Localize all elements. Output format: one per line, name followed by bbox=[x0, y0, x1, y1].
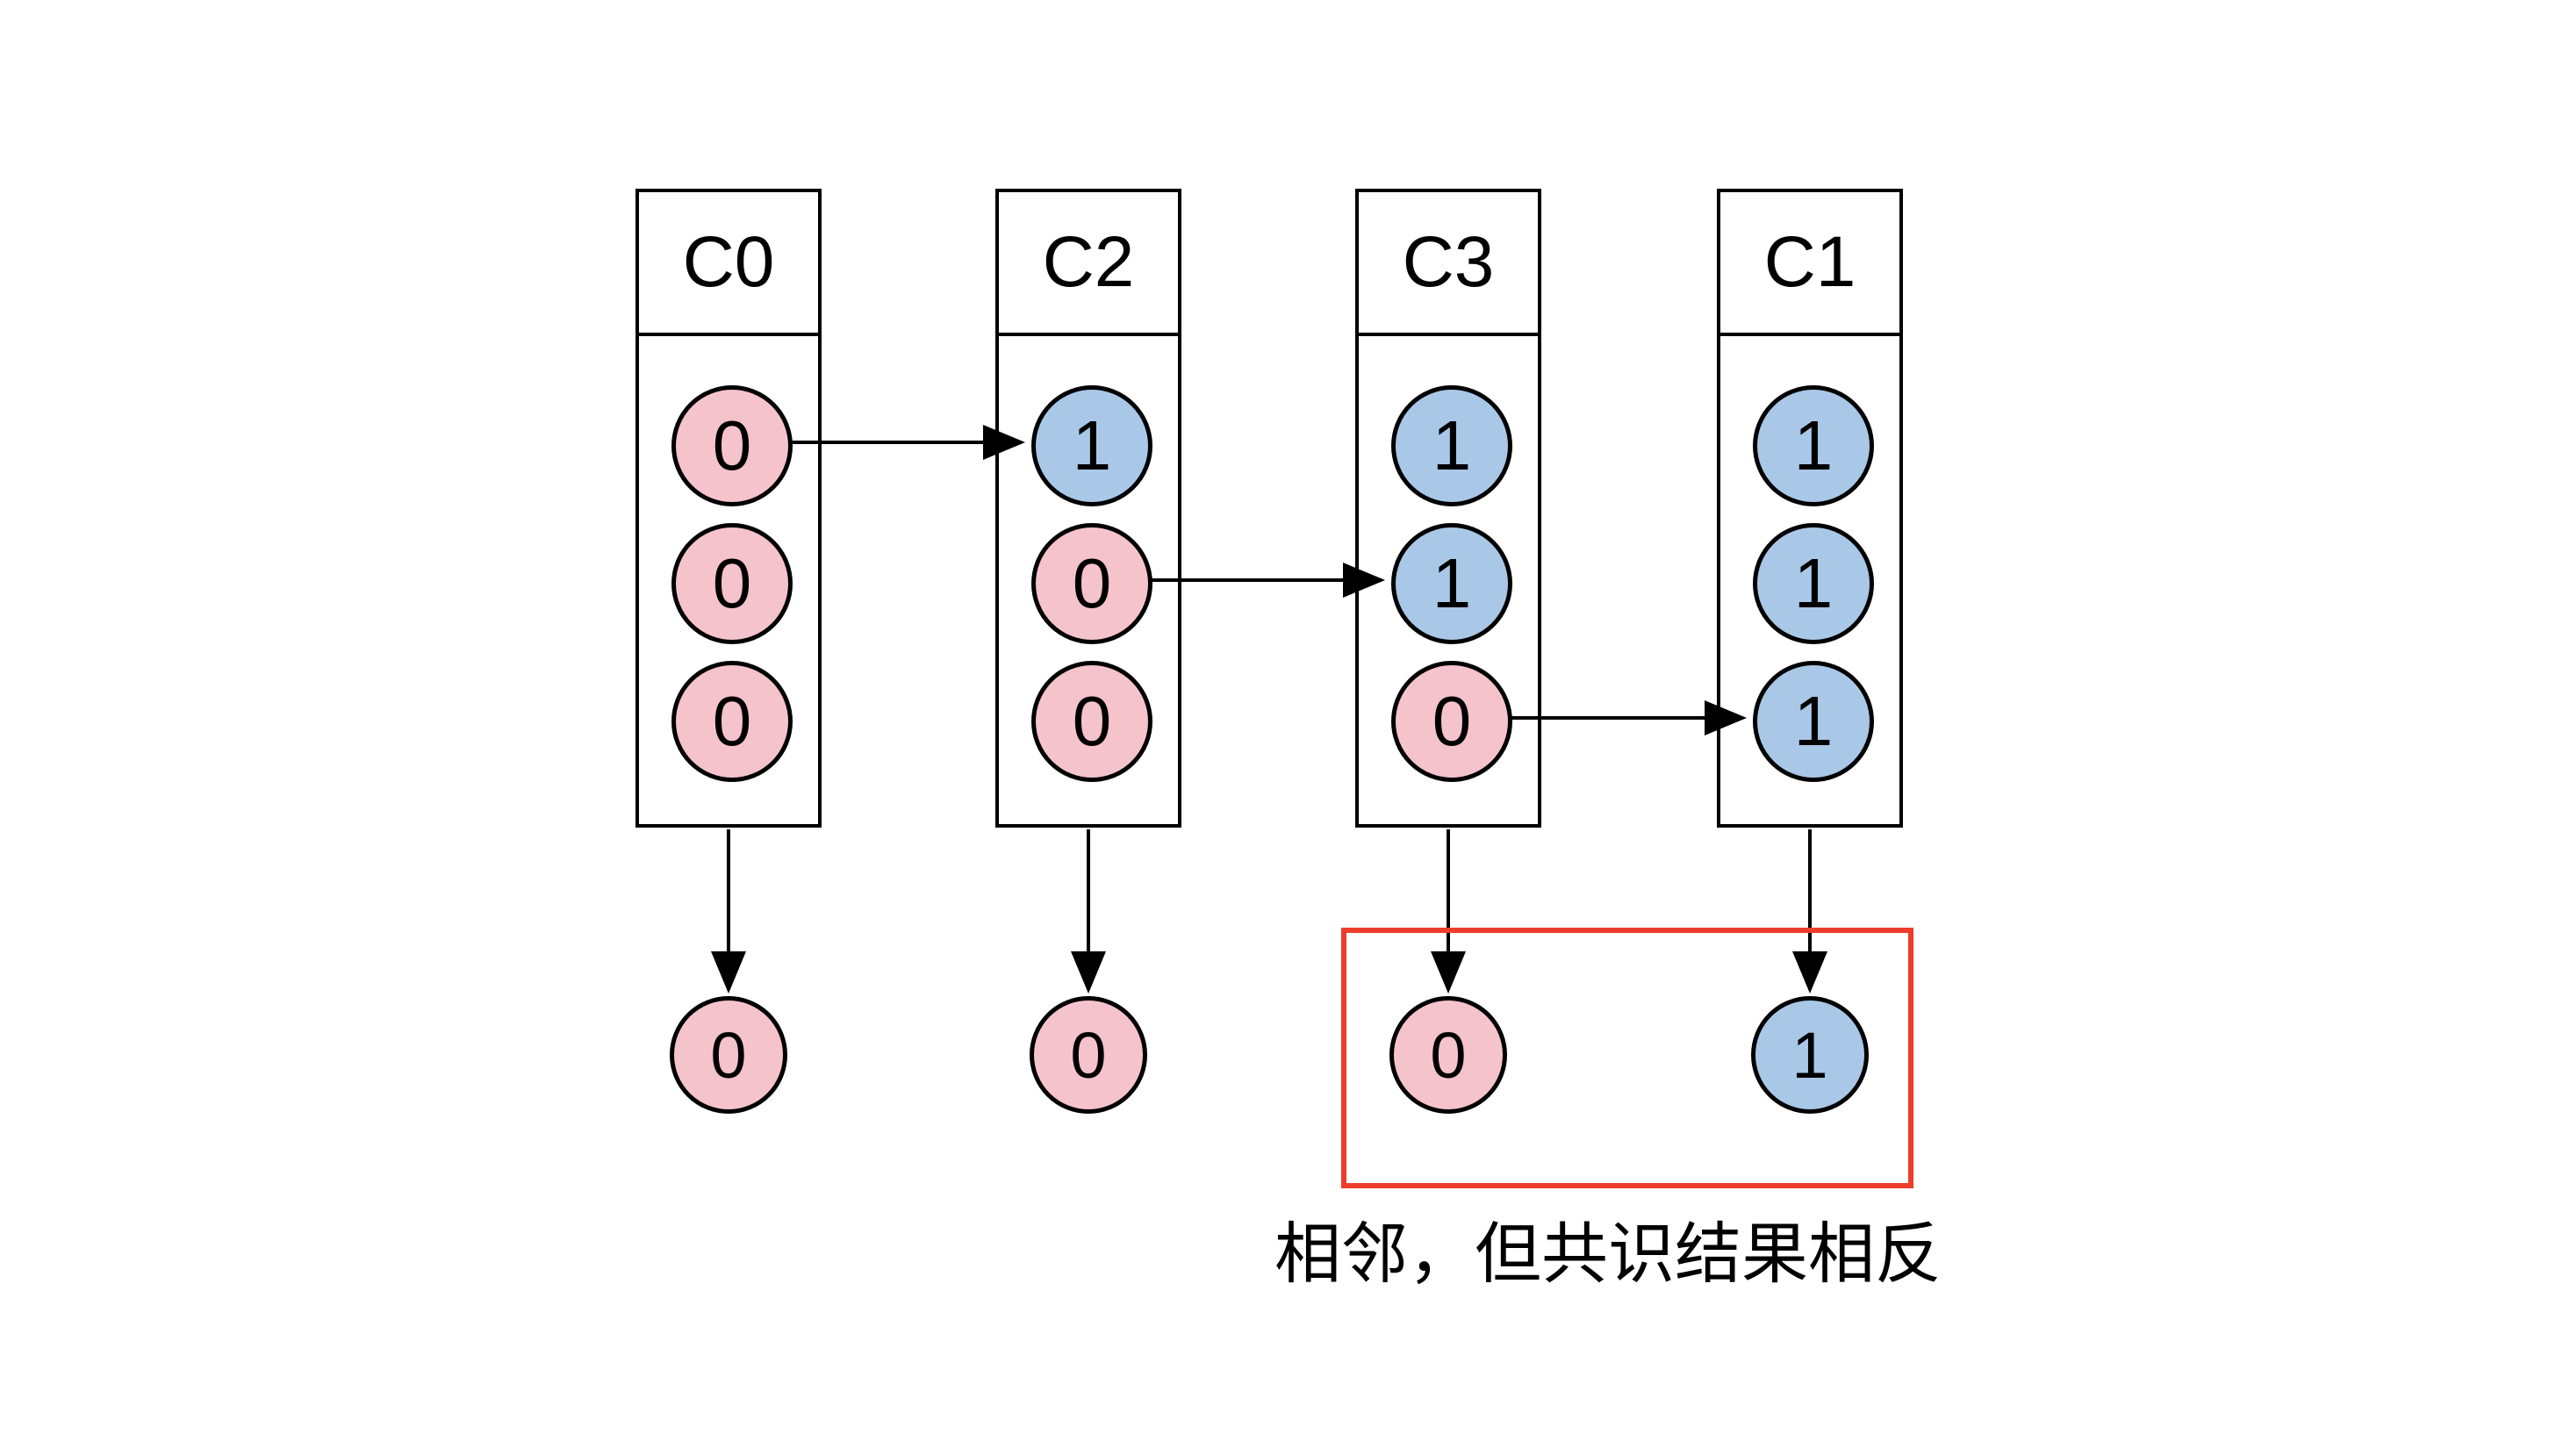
vote-circle: 1 bbox=[1753, 385, 1874, 506]
column-c0-box: C0 0 0 0 bbox=[635, 189, 822, 828]
column-c0: C0 0 0 0 0 bbox=[635, 189, 822, 1172]
consensus-result-circle: 0 bbox=[670, 996, 787, 1114]
column-c0-header-label: C0 bbox=[639, 192, 818, 336]
column-c2-header-label: C2 bbox=[999, 192, 1178, 336]
consensus-result-circle: 1 bbox=[1751, 996, 1869, 1114]
vote-circle: 1 bbox=[1391, 385, 1512, 506]
vote-circle: 0 bbox=[1031, 523, 1152, 644]
vote-circle: 1 bbox=[1753, 661, 1874, 782]
vote-circle: 0 bbox=[1031, 661, 1152, 782]
vote-circle: 0 bbox=[671, 661, 793, 782]
column-c3-header-label: C3 bbox=[1359, 192, 1538, 336]
column-c3-box: C3 1 1 0 bbox=[1355, 189, 1541, 828]
vote-circle: 1 bbox=[1753, 523, 1874, 644]
consensus-result-circle: 0 bbox=[1389, 996, 1507, 1114]
column-c2-box: C2 1 0 0 bbox=[995, 189, 1181, 828]
vote-circle: 0 bbox=[671, 385, 793, 506]
vote-circle: 1 bbox=[1391, 523, 1512, 644]
vote-circle: 0 bbox=[671, 523, 793, 644]
column-c1: C1 1 1 1 1 bbox=[1717, 189, 1903, 1172]
vote-circle: 1 bbox=[1031, 385, 1152, 506]
column-c2: C2 1 0 0 0 bbox=[995, 189, 1181, 1172]
consensus-result-circle: 0 bbox=[1030, 996, 1147, 1114]
highlight-box bbox=[1341, 928, 1913, 1188]
column-c1-box: C1 1 1 1 bbox=[1717, 189, 1903, 828]
caption-text: 相邻，但共识结果相反 bbox=[1274, 1217, 1942, 1292]
column-c1-header-label: C1 bbox=[1720, 192, 1899, 336]
vote-circle: 0 bbox=[1391, 661, 1512, 782]
column-c3: C3 1 1 0 0 bbox=[1355, 189, 1541, 1172]
